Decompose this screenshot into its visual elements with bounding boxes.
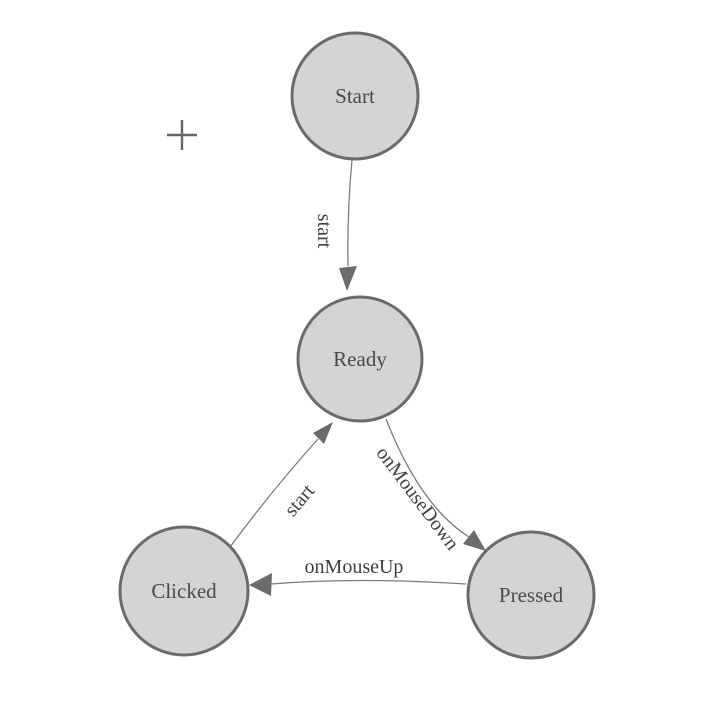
node-clicked-label: Clicked <box>151 579 217 603</box>
node-start[interactable]: Start <box>290 31 420 161</box>
edge-ready-to-pressed-line[interactable] <box>385 418 470 538</box>
node-pressed-label: Pressed <box>499 583 564 607</box>
node-clicked[interactable]: Clicked <box>118 525 250 657</box>
edge-ready-to-pressed-label: onMouseDown <box>371 443 463 555</box>
origin-crosshair <box>167 120 197 150</box>
node-ready-circle[interactable] <box>296 295 424 423</box>
edge-start-to-ready-arrowhead-icon <box>339 266 357 291</box>
edge-start-to-ready-line[interactable] <box>347 159 353 267</box>
node-start-label: Start <box>335 84 375 108</box>
edge-clicked-to-ready[interactable]: start <box>229 422 333 548</box>
node-ready-label: Ready <box>333 347 387 371</box>
origin-layer <box>167 120 197 150</box>
edge-pressed-to-clicked[interactable]: onMouseUp <box>249 556 467 596</box>
edge-ready-to-pressed-arrowhead-icon <box>463 530 486 551</box>
node-pressed[interactable]: Pressed <box>466 530 596 660</box>
edge-pressed-to-clicked-arrowhead-icon <box>249 573 272 596</box>
edge-ready-to-pressed[interactable]: onMouseDown <box>371 418 486 555</box>
edge-pressed-to-clicked-line[interactable] <box>270 579 467 585</box>
node-ready[interactable]: Ready <box>296 295 424 423</box>
node-clicked-circle[interactable] <box>118 525 250 657</box>
edge-clicked-to-ready-label: start <box>280 480 319 521</box>
node-pressed-circle[interactable] <box>466 530 596 660</box>
edge-start-to-ready[interactable]: start <box>313 159 357 291</box>
edge-pressed-to-clicked-label: onMouseUp <box>305 556 404 578</box>
edge-start-to-ready-label: start <box>313 214 335 249</box>
node-start-circle[interactable] <box>290 31 420 161</box>
edge-clicked-to-ready-arrowhead-icon <box>313 422 333 444</box>
edge-clicked-to-ready-line[interactable] <box>229 438 319 548</box>
